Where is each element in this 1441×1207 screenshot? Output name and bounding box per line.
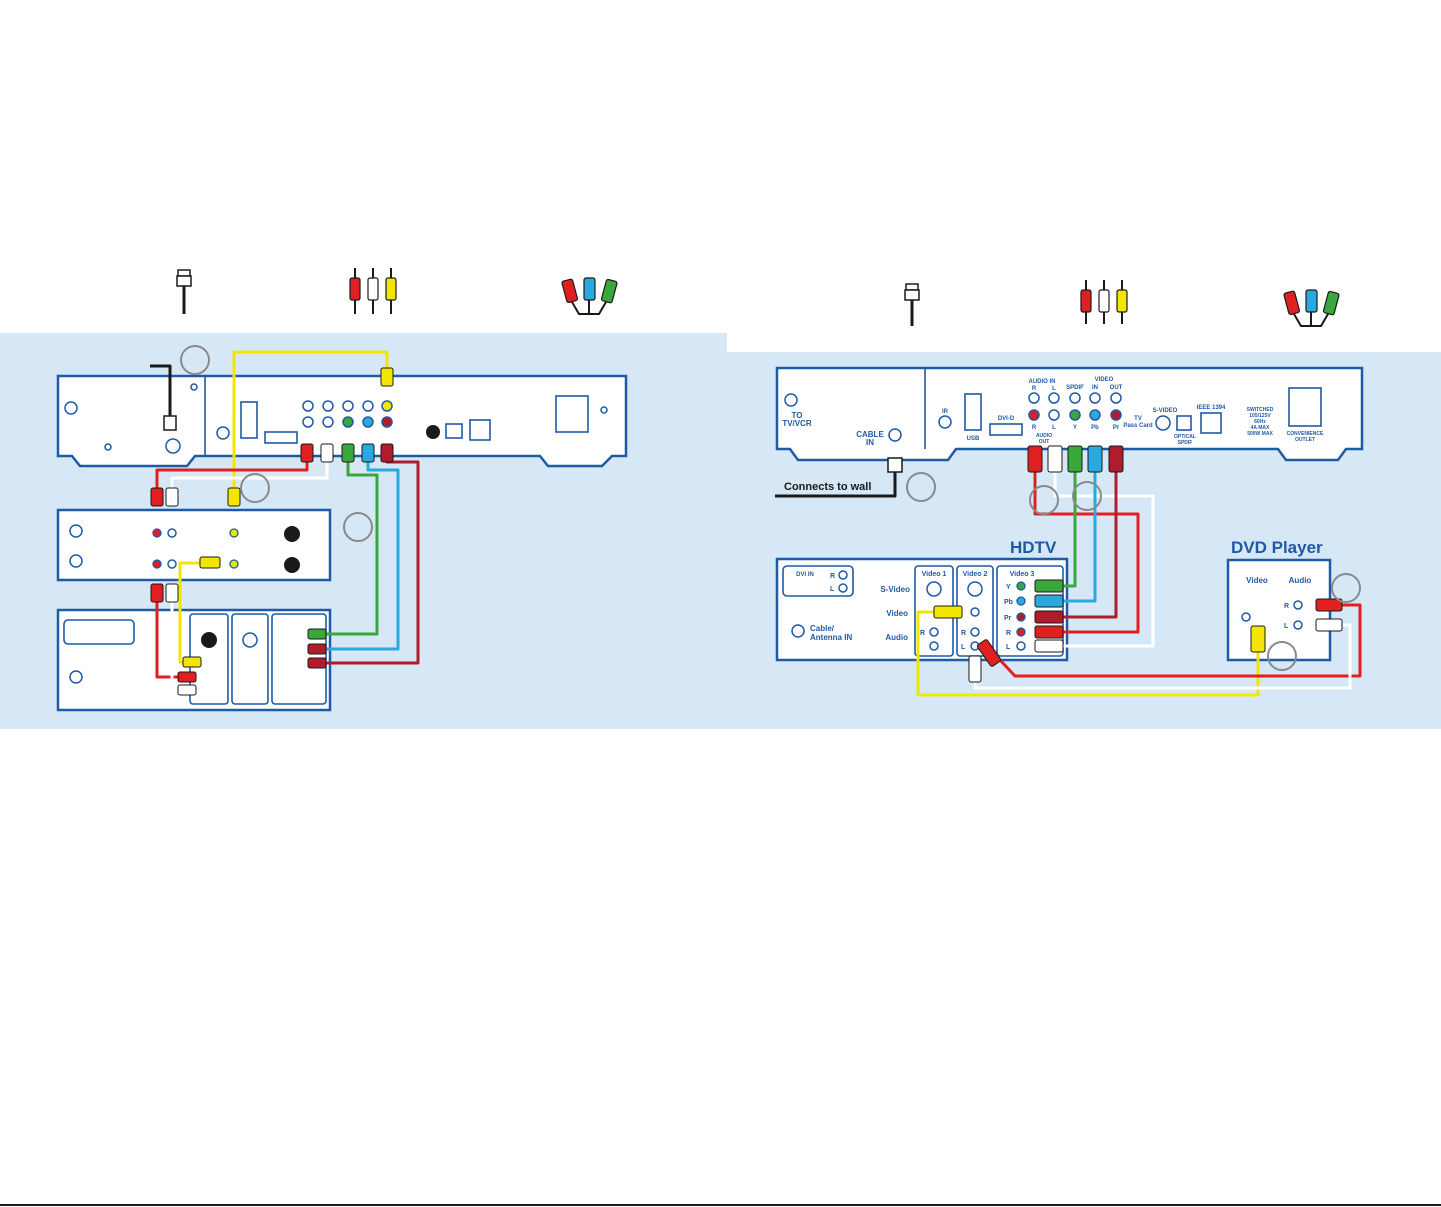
switched-label: 4A MAX [1251,425,1270,431]
video-in-label: IN [1092,385,1098,391]
right-plugs [933,445,1343,683]
rca-component-connector-icon [561,277,618,315]
callout-circle [1331,573,1361,603]
left-plugs [150,443,394,696]
left-receiver [56,374,628,468]
cable-antenna-label: Antenna IN [810,633,852,642]
right-hdtv: DVI IN R L Cable/ Antenna IN S-Video Vid… [775,557,1069,662]
audio-out-label: OUT [1039,439,1050,445]
dvd-player-title: DVD Player [1231,538,1323,557]
hdtv-dvi-l-label: L [830,586,835,593]
audio-l-label: L [1052,386,1056,392]
s-video-label: S-VIDEO [1153,408,1178,414]
right-receiver-jacks [1028,392,1122,421]
convenience-outlet-label: OUTLET [1295,437,1315,443]
hdtv-pb-label: Pb [1004,599,1013,606]
dvi-in-label: DVI IN [796,572,814,578]
switched-label: 500W MAX [1247,431,1273,437]
video-out-label: OUT [1110,385,1123,391]
switched-label: SWITCHED [1247,407,1274,413]
cable-antenna-label: Cable/ [810,624,835,633]
hdtv-v3-r-label: R [1006,630,1011,637]
cable-in-label: CABLE [856,430,884,439]
dvd-audio-label: Audio [1289,576,1312,585]
hdtv-title: HDTV [1010,538,1057,557]
optical-label: SPDIF [1178,440,1193,446]
switched-label: 60Hz [1254,419,1266,425]
to-tv-vcr-label: TV/VCR [782,419,812,428]
spdif-label: SPDIF [1066,385,1084,391]
video-label: VIDEO [1095,377,1114,383]
ieee-1394-label: IEEE 1394 [1197,405,1226,411]
hdtv-dvi-r-label: R [830,573,835,580]
hdtv-y-label: Y [1006,584,1011,591]
to-tv-vcr-label: TO [792,411,803,420]
callout-circle [1072,481,1102,511]
pb-label: Pb [1091,425,1099,431]
ir-label: IR [942,409,949,415]
callout-circle [240,473,270,503]
connects-to-wall-label: Connects to wall [784,481,871,493]
cable-in-label: IN [866,438,874,447]
usb-label: USB [967,436,980,442]
rca-component-connector-icon [1283,289,1340,327]
y-label: Y [1073,425,1077,431]
rca-composite-connector-icon [1080,280,1128,324]
dvd-l-label: L [1284,623,1289,630]
switched-label: 105/125V [1249,413,1271,419]
hdtv-v1-r-label: R [920,630,925,637]
callout-circle [906,472,936,502]
hdtv-pr-label: Pr [1004,615,1012,622]
dvd-video-label: Video [1246,576,1268,585]
callout-circle [1029,485,1059,515]
audio-in-label: AUDIO IN [1029,379,1056,385]
audio-r-label: R [1032,386,1037,392]
hdtv-video2-label: Video 2 [963,571,988,578]
right-receiver: TO TV/VCR CABLE IN IR USB DVI-D AUDIO IN… [775,366,1364,462]
dvd-r-label: R [1284,603,1289,610]
hdtv-audio-label: Audio [885,633,908,642]
convenience-outlet-label: CONVENIENCE [1287,431,1324,437]
audio-out-l-label: L [1052,425,1056,431]
callout-circle [1267,641,1297,671]
tv-pass-card-label: Pass Card [1123,423,1153,429]
coax-connector-icon [904,283,920,326]
audio-out-label: AUDIO [1036,433,1052,439]
hdtv-v2-r-label: R [961,630,966,637]
audio-out-r-label: R [1032,425,1037,431]
dvi-d-label: DVI-D [998,416,1015,422]
hdtv-video-label: Video [886,609,908,618]
left-receiver-jacks [302,400,393,428]
rca-composite-connector-icon [349,268,397,314]
right-dvd-player: Video Audio R L [1226,558,1332,662]
hdtv-s-video-label: S-Video [880,585,910,594]
callout-circle [180,345,210,375]
left-vcr [56,508,332,582]
coax-connector-icon [176,269,192,314]
hdtv-v2-l-label: L [961,644,966,651]
hdtv-v3-l-label: L [1006,644,1011,651]
callout-circle [343,512,373,542]
optical-label: OPTICAL [1174,434,1196,440]
hdtv-video3-label: Video 3 [1010,571,1035,578]
hdtv-video1-label: Video 1 [922,571,947,578]
tv-pass-card-label: TV [1134,416,1142,422]
pr-label: Pr [1113,425,1120,431]
